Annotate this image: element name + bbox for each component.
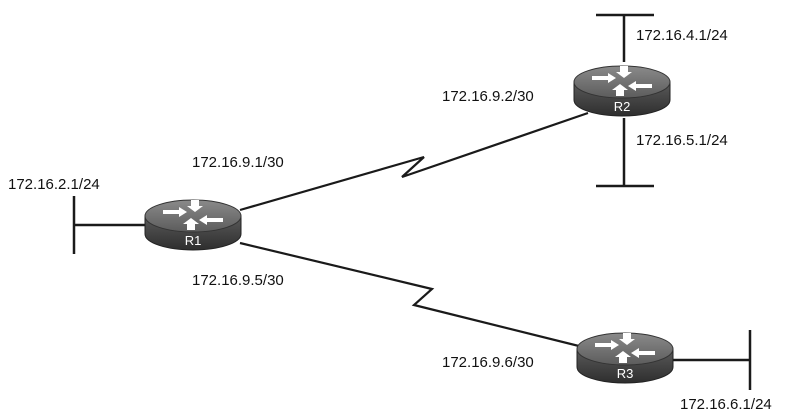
router-r1: R1 (144, 199, 242, 251)
serial-link-r1-r2 (239, 111, 589, 212)
label-r3-serial: 172.16.9.6/30 (442, 354, 534, 371)
label-r2-lan-bottom: 172.16.5.1/24 (636, 132, 728, 149)
router-r1-label: R1 (185, 233, 202, 248)
label-r1-serial-to-r3: 172.16.9.5/30 (192, 272, 284, 289)
label-r2-serial: 172.16.9.2/30 (442, 88, 534, 105)
label-r1-serial-to-r2: 172.16.9.1/30 (192, 154, 284, 171)
label-r3-lan: 172.16.6.1/24 (680, 396, 772, 413)
label-r2-lan-top: 172.16.4.1/24 (636, 27, 728, 44)
serial-link-r1-r3 (239, 241, 596, 352)
router-r3-label: R3 (617, 366, 634, 381)
label-r1-lan: 172.16.2.1/24 (8, 176, 100, 193)
router-r2-label: R2 (614, 99, 631, 114)
router-r3: R3 (576, 332, 674, 384)
router-r2: R2 (573, 65, 671, 117)
